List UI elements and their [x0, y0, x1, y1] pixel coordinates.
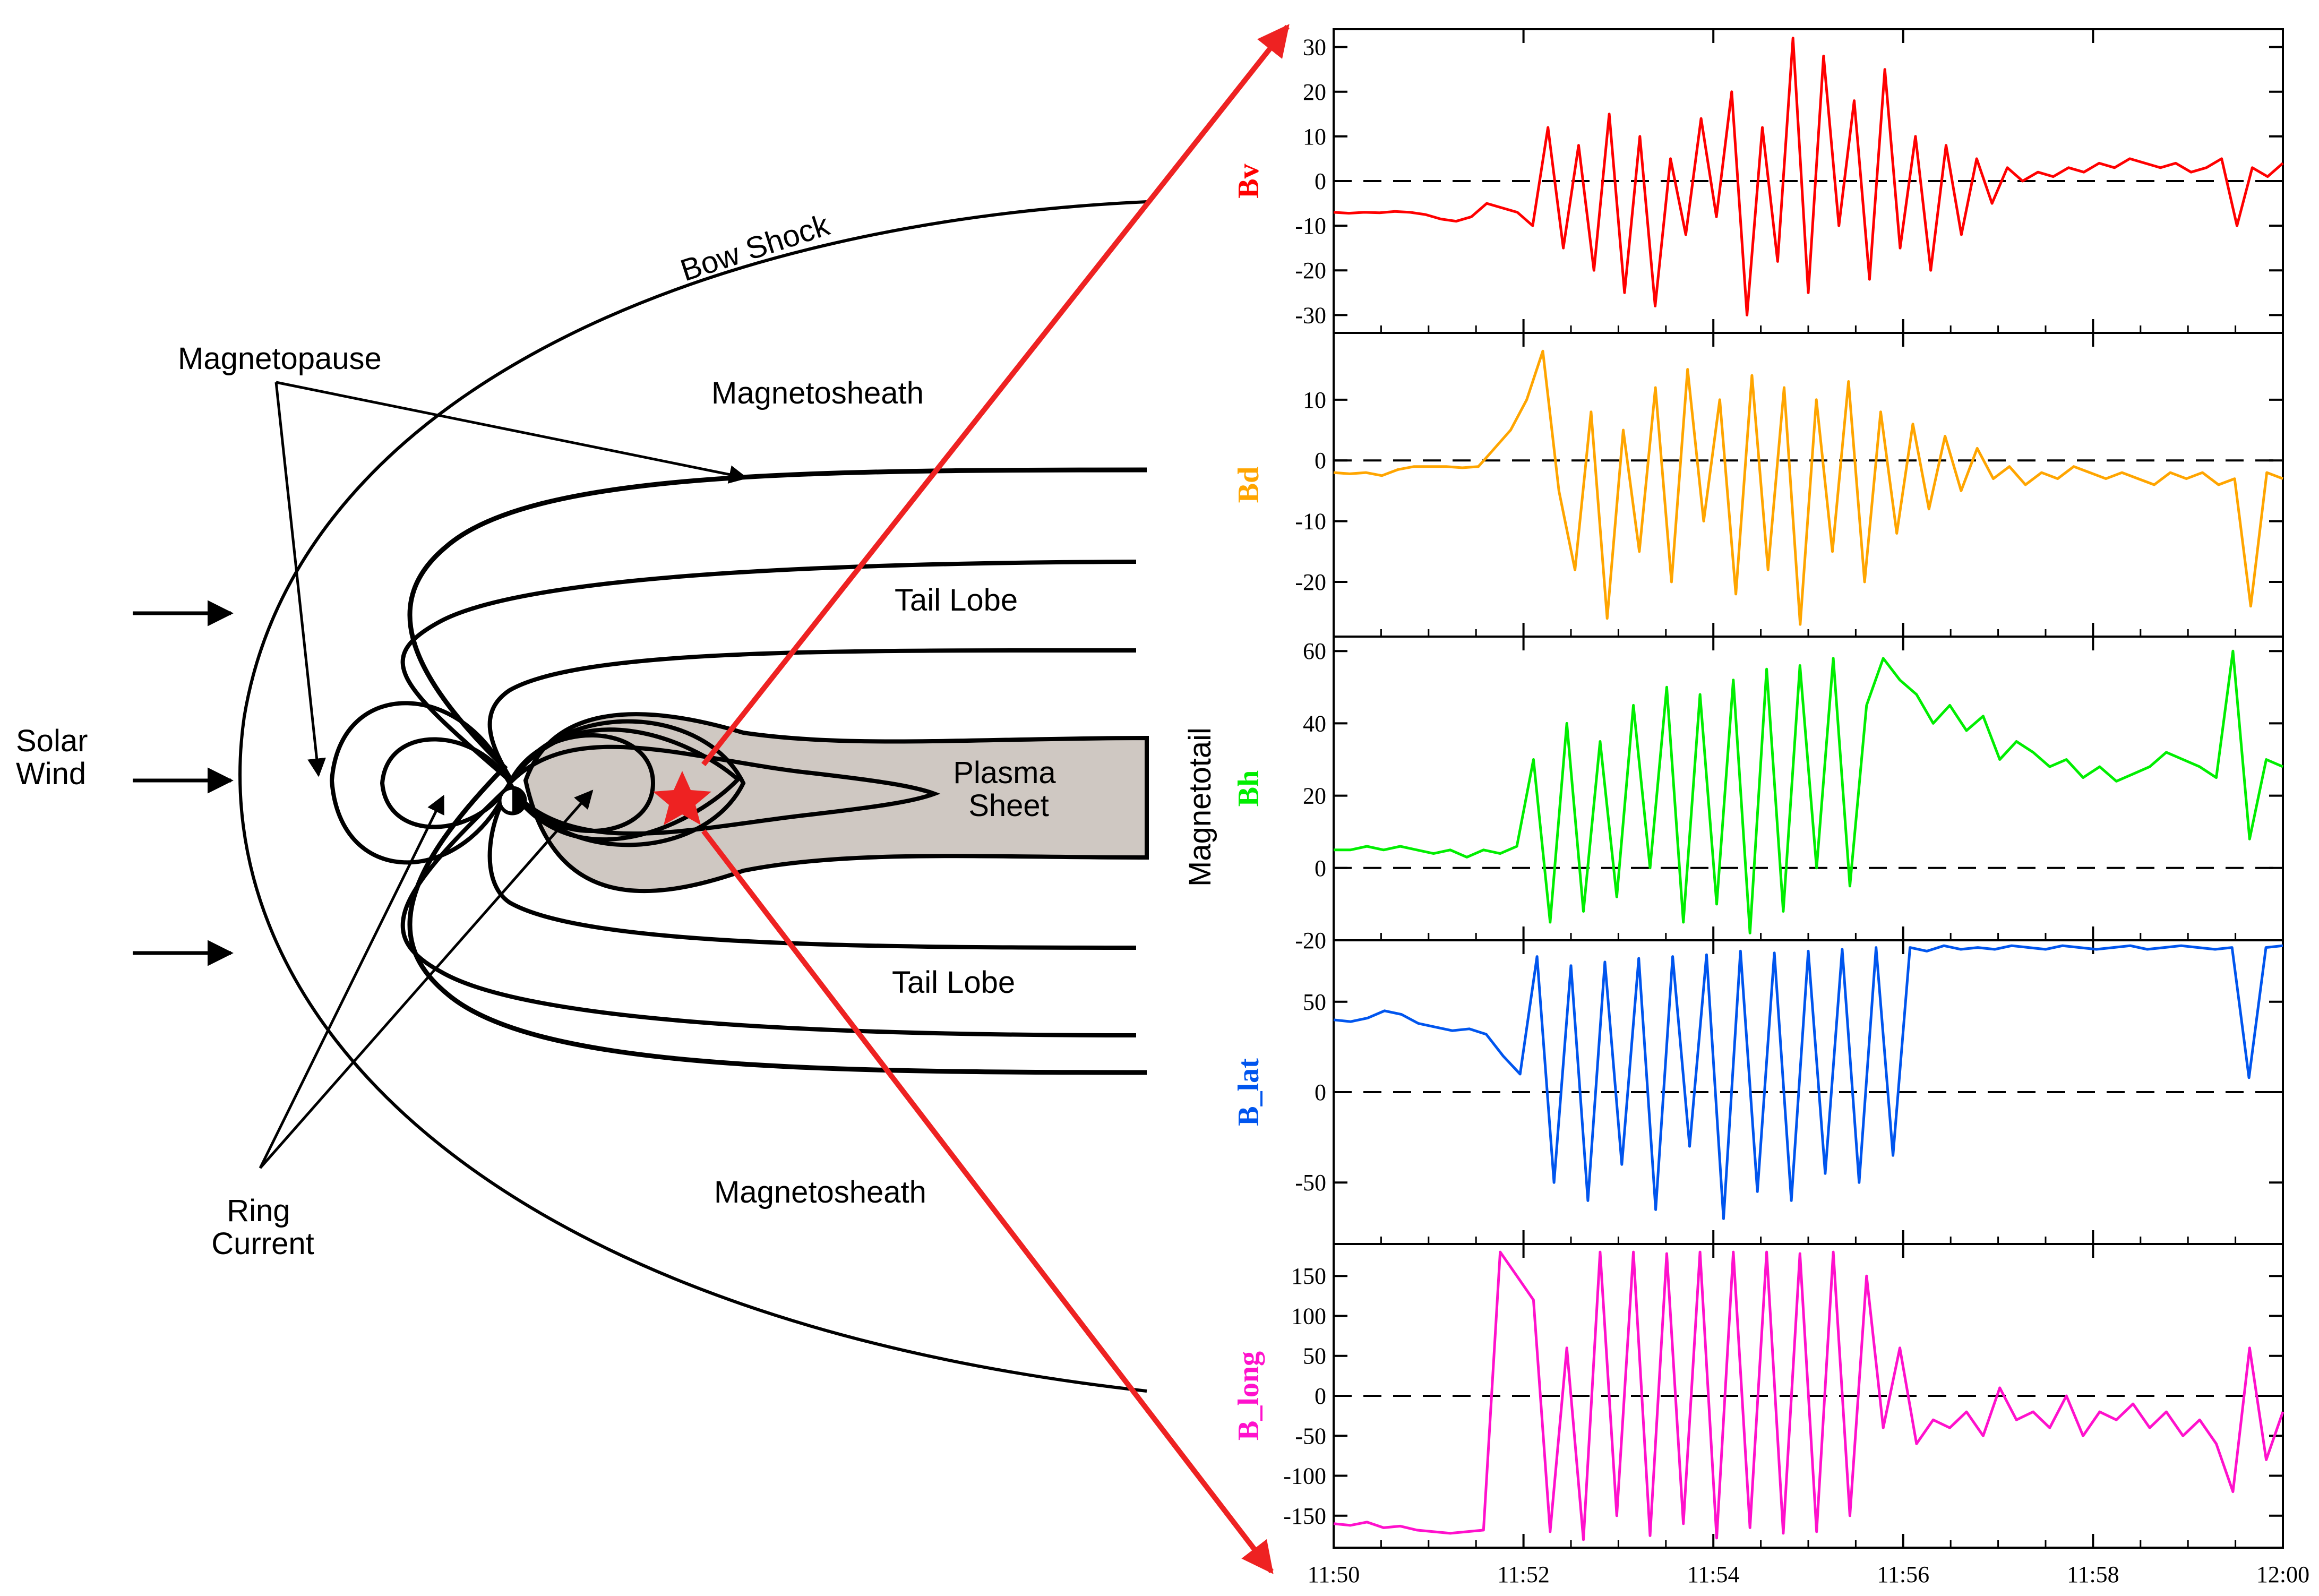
solar-wind-label-line2: Wind	[16, 757, 86, 791]
panel-label-B_lat: B_lat	[1232, 1058, 1265, 1126]
ring-current-label-line2: Current	[211, 1226, 314, 1261]
series-line-B_lat	[1333, 944, 2283, 1220]
x-tick-label: 11:50	[1308, 1561, 1360, 1588]
field-line	[487, 783, 1137, 950]
y-tick-label: 0	[1315, 1383, 1326, 1409]
plasma-sheet-label-line1: Plasma	[953, 756, 1056, 790]
field-line	[400, 784, 1137, 1037]
y-tick-label: 20	[1303, 783, 1326, 809]
ring-current-pointer	[259, 794, 445, 1169]
x-tick-label: 12:00	[2256, 1561, 2309, 1588]
y-tick-label: 50	[1303, 989, 1326, 1015]
plasma-sheet-label: Plasma Sheet	[953, 756, 1064, 823]
magnetosheath-top-label: Magnetosheath	[711, 376, 924, 410]
field-line	[380, 737, 512, 829]
y-tick-label: -100	[1283, 1463, 1326, 1489]
y-tick-label: 20	[1303, 79, 1326, 105]
y-tick-label: -20	[1295, 258, 1326, 284]
solar-wind-label-line1: Solar	[16, 724, 88, 758]
panel-label-Bh: Bh	[1232, 770, 1265, 807]
y-tick-label: 0	[1315, 855, 1326, 881]
y-tick-label: -150	[1283, 1503, 1326, 1529]
ring-current-pointer	[259, 790, 594, 1169]
panel-label-Bd: Bd	[1232, 467, 1265, 503]
magnetosphere-diagram: Solar Wind Bow Shock Magnetopause Magnet…	[16, 24, 1290, 1574]
field-line	[508, 744, 941, 836]
y-tick-label: -50	[1295, 1423, 1326, 1449]
tail-lobe-top-label: Tail Lobe	[895, 583, 1018, 617]
panel-label-B_long: B_long	[1232, 1351, 1265, 1440]
bow-shock-line	[238, 200, 1147, 1393]
y-tick-label: 10	[1303, 387, 1326, 413]
solar-wind-label: Solar Wind	[16, 724, 97, 791]
magnetopause-pointer	[276, 381, 748, 484]
bow-shock-label: Bow Shock	[676, 208, 834, 288]
tail-lobe-bottom-label: Tail Lobe	[892, 965, 1015, 1000]
series-line-Bd	[1333, 349, 2283, 626]
zoom-pointer-top	[701, 24, 1290, 767]
x-tick-label: 11:56	[1877, 1561, 1930, 1588]
magnetopause-pointer	[274, 382, 327, 777]
plasma-sheet-region	[523, 712, 1149, 894]
spacecraft-star-icon	[653, 771, 711, 825]
ring-current-label: Ring Current	[211, 1194, 314, 1261]
y-tick-label: -20	[1295, 928, 1326, 954]
x-tick-label: 11:54	[1687, 1561, 1740, 1588]
y-tick-label: 150	[1291, 1263, 1326, 1289]
y-tick-label: 0	[1315, 448, 1326, 474]
magnetometer-panels: -30-20-100102030Bv-20-10010Bd-200204060B…	[1232, 28, 2309, 1588]
field-line	[329, 701, 512, 865]
magnetopause-label: Magnetopause	[178, 341, 382, 376]
series-line-Bh	[1334, 649, 2283, 934]
field-line	[508, 727, 741, 842]
plasma-sheet-label-line2: Sheet	[968, 788, 1049, 823]
y-tick-label: 60	[1303, 638, 1326, 664]
y-tick-label: 40	[1303, 710, 1326, 736]
ring-current-label-line1: Ring	[227, 1194, 290, 1228]
series-line-B_long	[1333, 1250, 2284, 1541]
panel-B_lat: -50 0 50B_lat	[1232, 939, 2284, 1245]
y-tick-label: -50	[1295, 1170, 1326, 1196]
field-line	[487, 648, 1137, 783]
y-tick-label: 100	[1291, 1303, 1326, 1329]
series-line-Bv	[1333, 37, 2284, 316]
y-tick-label: 50	[1303, 1343, 1326, 1369]
y-tick-label: 10	[1303, 124, 1326, 150]
zoom-pointer-bottom	[701, 829, 1274, 1574]
panel-frame	[1333, 636, 2284, 941]
x-tick-label: 11:58	[2067, 1561, 2119, 1588]
panel-label-Bv: Bv	[1232, 164, 1265, 198]
x-tick-label: 11:52	[1497, 1561, 1550, 1588]
earth-night-side	[512, 788, 525, 813]
y-tick-label: 0	[1315, 1079, 1326, 1105]
y-tick-label: -10	[1295, 213, 1326, 239]
y-tick-label: -10	[1295, 509, 1326, 535]
panel-frame	[1333, 332, 2284, 638]
y-tick-label: 0	[1315, 168, 1326, 194]
magnetotail-label: Magnetotail	[1183, 727, 1217, 887]
y-tick-label: -20	[1295, 569, 1326, 595]
magnetosheath-bottom-label: Magnetosheath	[714, 1175, 926, 1209]
field-line	[400, 560, 1137, 783]
y-tick-label: 30	[1303, 35, 1326, 61]
y-tick-label: -30	[1295, 302, 1326, 328]
